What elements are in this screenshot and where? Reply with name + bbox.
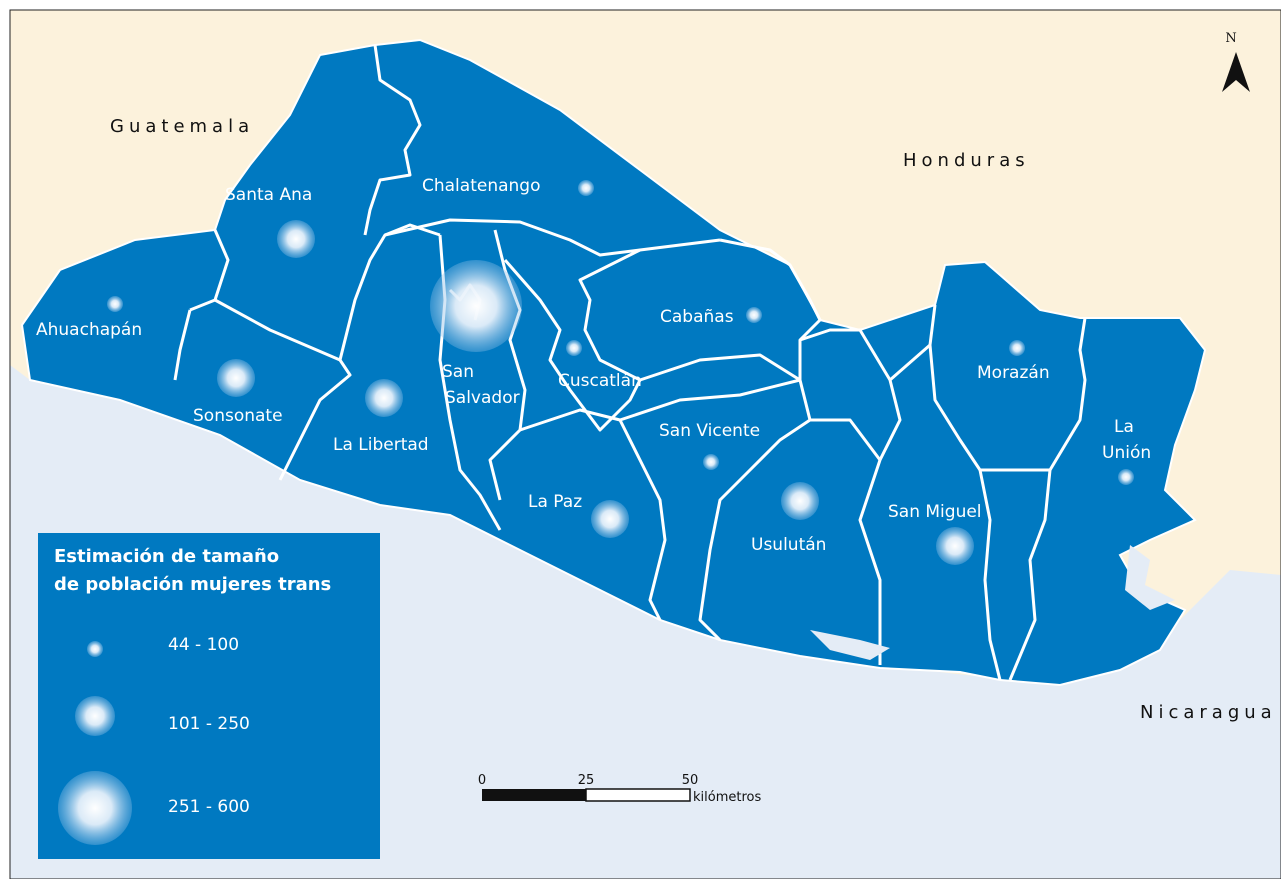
bubble-la-paz bbox=[591, 500, 629, 538]
bay-la-union bbox=[1125, 545, 1175, 610]
dept-label-san-salvador-2: Salvador bbox=[445, 388, 520, 408]
legend: Estimación de tamaño de población mujere… bbox=[38, 533, 380, 859]
top-strip bbox=[0, 0, 1281, 10]
north-arrow-icon bbox=[1222, 52, 1250, 92]
department-labels: Ahuachapán Santa Ana Sonsonate Chalatena… bbox=[36, 176, 1151, 555]
scale-tick-0: 0 bbox=[478, 773, 486, 788]
scale-tick-25: 25 bbox=[578, 773, 595, 788]
dept-label-usulutan: Usulután bbox=[751, 535, 826, 555]
scale-unit: kilómetros bbox=[693, 790, 761, 805]
bubble-san-vicente bbox=[703, 454, 719, 470]
dept-label-ahuachapan: Ahuachapán bbox=[36, 320, 142, 340]
dept-label-santa-ana: Santa Ana bbox=[225, 185, 312, 205]
dept-label-la-union-2: Unión bbox=[1102, 443, 1151, 463]
bubble-la-union bbox=[1118, 469, 1134, 485]
dept-label-san-vicente: San Vicente bbox=[659, 421, 760, 441]
dept-label-cuscatlan: Cuscatlán bbox=[558, 371, 642, 391]
bubble-san-miguel bbox=[936, 527, 974, 565]
country-label-honduras: Honduras bbox=[903, 150, 1030, 171]
dept-label-morazan: Morazán bbox=[977, 363, 1050, 383]
legend-bubble-large bbox=[58, 771, 132, 845]
legend-range-small: 44 - 100 bbox=[168, 635, 239, 655]
legend-range-large: 251 - 600 bbox=[168, 797, 250, 817]
north-label: N bbox=[1225, 31, 1236, 46]
dept-label-san-salvador-1: San bbox=[442, 362, 474, 382]
legend-title-line2: de población mujeres trans bbox=[54, 574, 331, 595]
bubble-santa-ana bbox=[277, 220, 315, 258]
scale-segment-black bbox=[482, 789, 586, 801]
country-label-nicaragua: Nicaragua bbox=[1140, 702, 1277, 723]
bubble-la-libertad bbox=[365, 379, 403, 417]
dept-label-san-miguel: San Miguel bbox=[888, 502, 982, 522]
dept-label-chalatenango: Chalatenango bbox=[422, 176, 541, 196]
dept-label-la-union-1: La bbox=[1114, 417, 1134, 437]
dept-label-sonsonate: Sonsonate bbox=[193, 406, 283, 426]
bubble-sonsonate bbox=[217, 359, 255, 397]
bubble-morazan bbox=[1009, 340, 1025, 356]
legend-bubble-small bbox=[87, 641, 103, 657]
dept-label-cabanas: Cabañas bbox=[660, 307, 734, 327]
dept-label-la-libertad: La Libertad bbox=[333, 435, 429, 455]
legend-title-line1: Estimación de tamaño bbox=[54, 546, 279, 567]
bubble-ahuachapan bbox=[107, 296, 123, 312]
lagoon-usulutan bbox=[810, 630, 890, 660]
legend-range-medium: 101 - 250 bbox=[168, 714, 250, 734]
bubble-cuscatlan bbox=[566, 340, 582, 356]
country-label-guatemala: Guatemala bbox=[110, 116, 254, 137]
scale-bar: 0 25 50 kilómetros bbox=[478, 773, 762, 805]
el-salvador-landmass bbox=[20, 38, 1207, 687]
dept-label-la-paz: La Paz bbox=[528, 492, 582, 512]
bubble-cabanas bbox=[746, 307, 762, 323]
population-bubbles bbox=[107, 180, 1134, 565]
scale-segment-white bbox=[585, 788, 691, 802]
bubble-usulutan bbox=[781, 482, 819, 520]
legend-bubble-medium bbox=[75, 696, 115, 736]
map-frame bbox=[9, 9, 1281, 879]
scale-tick-50: 50 bbox=[682, 773, 699, 788]
bubble-chalatenango bbox=[578, 180, 594, 196]
bubble-san-salvador bbox=[430, 260, 522, 352]
